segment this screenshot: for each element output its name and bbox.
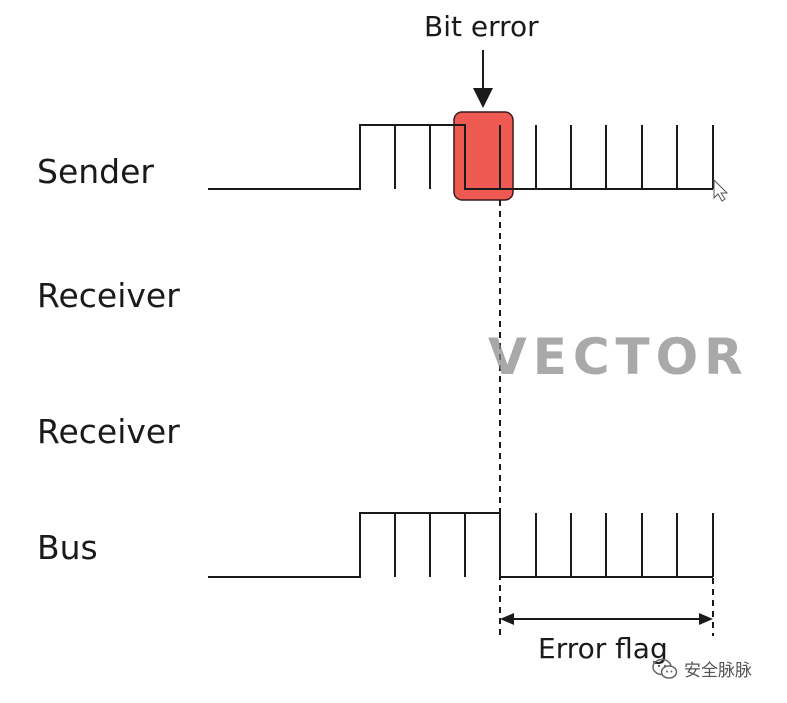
bit-error-highlight [453, 111, 514, 201]
sender-waveform [208, 124, 714, 190]
bit-error-label: Bit error [424, 10, 539, 43]
error-flag-label: Error flag [538, 632, 668, 665]
wechat-icon [652, 658, 678, 679]
wechat-badge: 安全脉脉 [652, 656, 752, 681]
receiver-label-2: Receiver [37, 412, 180, 451]
bit-error-waveform [454, 124, 513, 190]
double-arrow-icon [500, 613, 713, 625]
sender-label: Sender [37, 152, 154, 191]
cursor-icon [713, 178, 729, 202]
vector-watermark: VECTOR [488, 328, 749, 386]
receiver-label-1: Receiver [37, 276, 180, 315]
bus-label: Bus [37, 528, 98, 567]
bus-waveform [208, 512, 714, 578]
wechat-account-name: 安全脉脉 [684, 661, 752, 681]
